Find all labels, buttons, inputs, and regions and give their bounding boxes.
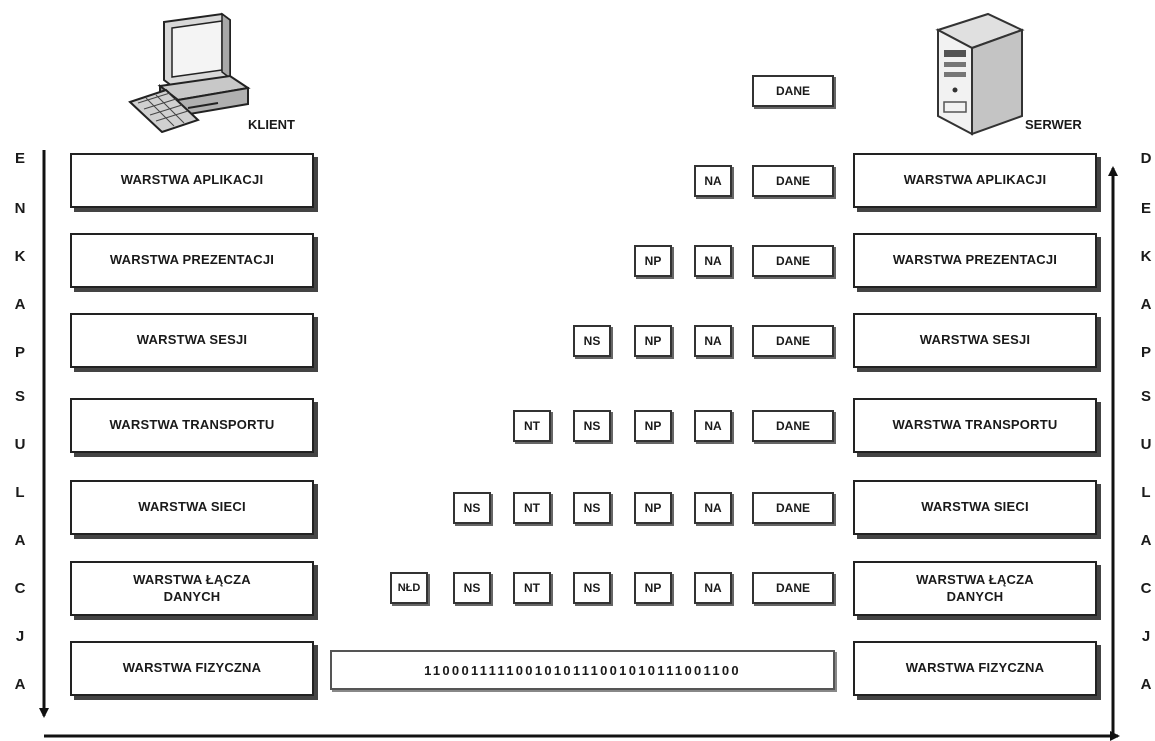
header-na: NA (694, 325, 732, 357)
encapsulation-letter: E (14, 150, 25, 167)
server-layer-presentation: WARSTWA PREZENTACJI (853, 233, 1097, 288)
header-ns-network: NS (453, 492, 491, 524)
data-box: DANE (752, 572, 834, 604)
encapsulation-letter: N (14, 200, 26, 217)
bit-stream: 1100011111001010111001010111001100 (330, 650, 835, 690)
header-np: NP (634, 410, 672, 442)
decapsulation-letter: L (1141, 484, 1151, 501)
client-layer-presentation: WARSTWA PREZENTACJI (70, 233, 314, 288)
data-box: DANE (752, 325, 834, 357)
encapsulation-letter: K (14, 248, 26, 265)
encapsulation-letter: U (14, 436, 26, 453)
decapsulation-letter: U (1140, 436, 1152, 453)
header-np: NP (634, 572, 672, 604)
decapsulation-letter: S (1140, 388, 1151, 405)
encapsulation-letter: S (14, 388, 25, 405)
header-ns: NS (573, 325, 611, 357)
header-na: NA (694, 165, 732, 197)
encapsulation-letter: A (14, 532, 26, 549)
data-box-top: DANE (752, 75, 834, 107)
server-layer-physical: WARSTWA FIZYCZNA (853, 641, 1097, 696)
client-layer-data-link: WARSTWA ŁĄCZA DANYCH (70, 561, 314, 616)
data-box: DANE (752, 492, 834, 524)
computer-icon (128, 12, 251, 133)
header-nt: NT (513, 410, 551, 442)
client-label: KLIENT (248, 117, 295, 132)
header-nt: NT (513, 492, 551, 524)
decapsulation-letter: A (1140, 296, 1152, 313)
encapsulation-letter: L (15, 484, 25, 501)
encapsulation-letter: P (14, 344, 25, 361)
server-layer-data-link: WARSTWA ŁĄCZA DANYCH (853, 561, 1097, 616)
decapsulation-letter: C (1140, 580, 1152, 597)
header-ns-network: NS (453, 572, 491, 604)
header-nt: NT (513, 572, 551, 604)
client-layer-session: WARSTWA SESJI (70, 313, 314, 368)
encapsulation-letter: A (14, 296, 26, 313)
header-ns: NS (573, 492, 611, 524)
client-layer-transport: WARSTWA TRANSPORTU (70, 398, 314, 453)
header-ns: NS (573, 572, 611, 604)
server-label: SERWER (1025, 117, 1082, 132)
encapsulation-letter: J (15, 628, 25, 645)
server-layer-network: WARSTWA SIECI (853, 480, 1097, 535)
header-na: NA (694, 492, 732, 524)
server-icon (935, 12, 1025, 136)
header-na: NA (694, 410, 732, 442)
server-layer-transport: WARSTWA TRANSPORTU (853, 398, 1097, 453)
header-np: NP (634, 245, 672, 277)
data-box: DANE (752, 410, 834, 442)
decapsulation-letter: J (1141, 628, 1151, 645)
decapsulation-letter: K (1140, 248, 1152, 265)
server-layer-session: WARSTWA SESJI (853, 313, 1097, 368)
data-box: DANE (752, 165, 834, 197)
header-na: NA (694, 245, 732, 277)
header-np: NP (634, 492, 672, 524)
client-layer-network: WARSTWA SIECI (70, 480, 314, 535)
client-layer-application: WARSTWA APLIKACJI (70, 153, 314, 208)
encapsulation-letter: A (14, 676, 26, 693)
decapsulation-letter: E (1140, 200, 1151, 217)
header-ns: NS (573, 410, 611, 442)
data-box: DANE (752, 245, 834, 277)
encapsulation-letter: C (14, 580, 26, 597)
header-na: NA (694, 572, 732, 604)
header-nld: NŁD (390, 572, 428, 604)
decapsulation-letter: A (1140, 676, 1152, 693)
decapsulation-letter: D (1140, 150, 1152, 167)
server-layer-application: WARSTWA APLIKACJI (853, 153, 1097, 208)
header-np: NP (634, 325, 672, 357)
decapsulation-letter: A (1140, 532, 1152, 549)
decapsulation-letter: P (1140, 344, 1151, 361)
client-layer-physical: WARSTWA FIZYCZNA (70, 641, 314, 696)
